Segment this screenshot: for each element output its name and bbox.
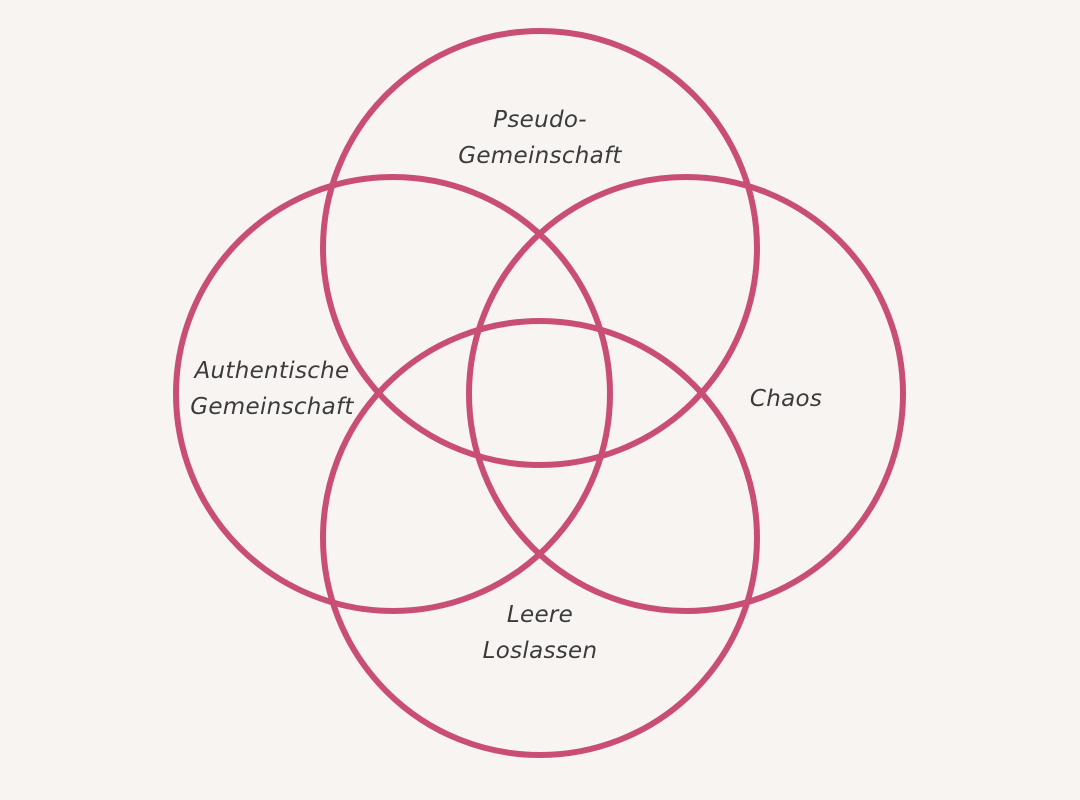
label-bottom-line2: Loslassen: [483, 638, 598, 664]
top-circle: [320, 28, 760, 468]
label-left-line1: Authentische: [193, 358, 350, 384]
label-left-line2: Gemeinschaft: [190, 394, 354, 420]
label-bottom-line1: Leere: [507, 602, 573, 628]
label-right: Chaos: [750, 386, 822, 412]
bottom-circle: [320, 318, 760, 758]
right-circle: [466, 174, 906, 614]
label-top-line2: Gemeinschaft: [458, 143, 622, 169]
label-top-line1: Pseudo-: [493, 107, 587, 133]
left-circle: [173, 174, 613, 614]
